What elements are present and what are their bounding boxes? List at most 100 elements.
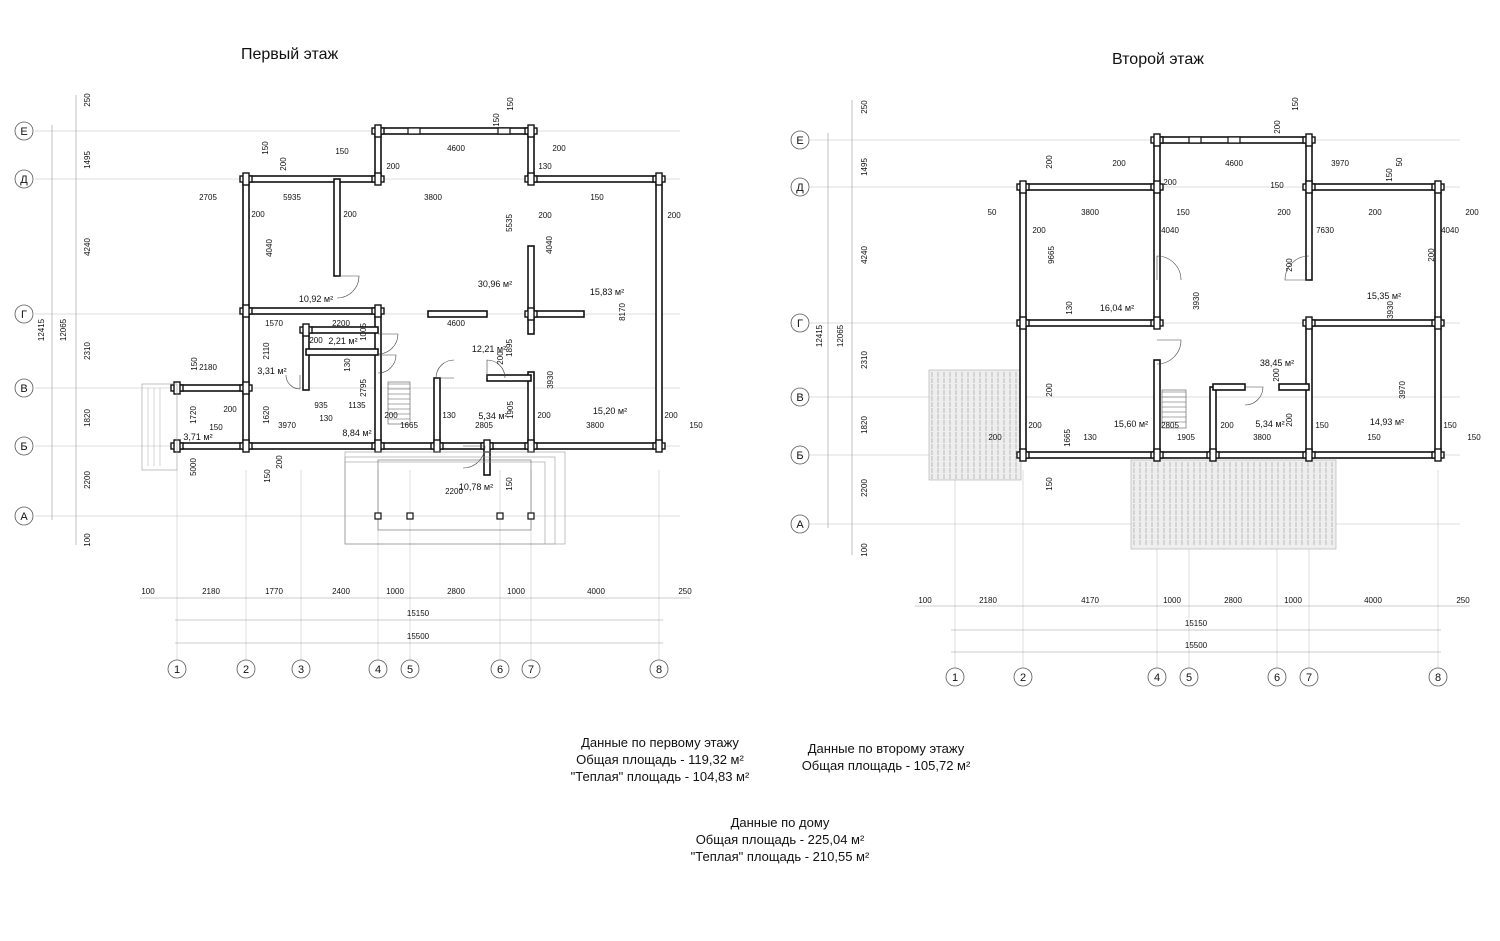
house-warm-area: "Теплая" площадь - 210,55 м²: [690, 849, 870, 864]
column-axis-label: 4: [375, 664, 381, 676]
row-axis-label: В: [796, 392, 803, 404]
dimension-label: 1000: [507, 587, 525, 596]
log-corner: [242, 304, 250, 318]
wall: [530, 175, 660, 183]
second-floor-summary-title: Данные по второму этажу: [807, 741, 965, 756]
dimension-label: 1000: [386, 587, 404, 596]
dimension-label: 130: [343, 358, 352, 372]
overall-dimension: 12415: [815, 324, 824, 347]
stairs: [387, 381, 411, 425]
room-area-label: 8,84 м²: [342, 428, 371, 438]
total-dimension: 15150: [1185, 619, 1208, 628]
dimension-label: 150: [1045, 477, 1054, 491]
dimension-label: 4000: [1364, 596, 1382, 605]
log-corner: [1019, 180, 1027, 194]
dimension-label: 4040: [545, 236, 554, 254]
column-axis-label: 7: [1306, 672, 1312, 684]
roof-hatch: [1130, 459, 1337, 550]
window: [407, 127, 421, 135]
log-corner: [1019, 316, 1027, 330]
column-axis-label: 7: [528, 664, 534, 676]
wall: [176, 384, 247, 392]
wall: [486, 374, 532, 382]
dimension-label: 200: [1028, 421, 1042, 430]
dimension-label: 7630: [1316, 226, 1334, 235]
column-axis-bubble: [945, 667, 965, 687]
wall: [1153, 139, 1161, 324]
dimension-label: 200: [1285, 258, 1294, 272]
column-axis-label: 6: [497, 664, 503, 676]
second-floor-total-area: Общая площадь - 105,72 м²: [801, 758, 971, 773]
column-axis-label: 2: [1020, 672, 1026, 684]
dimension-label: 5000: [189, 458, 198, 476]
dimension-label: 2800: [447, 587, 465, 596]
dimension-label: 2180: [202, 587, 220, 596]
dimension-label: 200: [1045, 155, 1054, 169]
dimension-label: 200: [275, 455, 284, 469]
first-floor-warm-area: "Теплая" площадь - 104,83 м²: [570, 769, 750, 784]
log-corner: [527, 307, 535, 321]
log-corner: [1153, 133, 1161, 147]
dimension-label: 200: [343, 210, 357, 219]
log-corner: [1305, 316, 1313, 330]
dimension-label: 50: [988, 208, 997, 217]
dimension-label: 2400: [332, 587, 350, 596]
dimension-label: 9665: [1047, 246, 1056, 264]
door-swing: [377, 333, 399, 355]
dimension-label: 4600: [1225, 159, 1243, 168]
column-axis-bubble: [1179, 667, 1199, 687]
dimension-label: 1570: [265, 319, 283, 328]
dimension-label: 150: [1467, 433, 1481, 442]
column-axis-bubble: [1428, 667, 1448, 687]
dimension-label: 4240: [860, 246, 869, 264]
row-axis-label: А: [796, 519, 804, 531]
dimension-label: 150: [492, 113, 501, 127]
row-axis-bubble: [790, 177, 810, 197]
total-dimension: 15500: [407, 632, 430, 641]
wall: [245, 175, 379, 183]
dimension-label: 150: [335, 147, 349, 156]
row-axis-bubble: [14, 304, 34, 324]
row-axis-label: Е: [796, 135, 803, 147]
dimension-label: 200: [552, 144, 566, 153]
dimension-label: 3970: [1398, 381, 1407, 399]
dimension-label: 1495: [83, 151, 92, 169]
dimension-label: 1665: [1063, 429, 1072, 447]
dimension-label: 4240: [83, 238, 92, 256]
dimension-label: 1000: [1163, 596, 1181, 605]
wall: [1153, 359, 1161, 456]
dimension-label: 2310: [83, 342, 92, 360]
room-area-label: 3,31 м²: [257, 366, 286, 376]
log-corner: [527, 439, 535, 453]
dimension-label: 130: [319, 414, 333, 423]
dimension-label: 1905: [1177, 433, 1195, 442]
row-axis-bubble: [790, 313, 810, 333]
door-swing: [435, 359, 455, 379]
dimension-label: 2110: [262, 342, 271, 360]
row-axis-bubble: [14, 169, 34, 189]
room-area-label: 14,93 м²: [1370, 417, 1404, 427]
column-axis-label: 5: [1186, 672, 1192, 684]
column-axis-bubble: [291, 659, 311, 679]
dimension-label: 2200: [83, 471, 92, 489]
dimension-label: 130: [442, 411, 456, 420]
post: [374, 512, 382, 520]
dimension-label: 150: [505, 477, 514, 491]
dimension-label: 250: [83, 93, 92, 107]
dimension-label: 2805: [1161, 421, 1179, 430]
wall: [433, 377, 441, 447]
dimension-label: 150: [1367, 433, 1381, 442]
wall: [527, 130, 535, 180]
terrace: [377, 459, 532, 531]
row-axis-bubble: [14, 378, 34, 398]
column-axis-label: 5: [407, 664, 413, 676]
column-axis-bubble: [521, 659, 541, 679]
dimension-label: 250: [860, 100, 869, 114]
column-axis-label: 1: [174, 664, 180, 676]
wall: [1209, 386, 1217, 456]
dimension-label: 3800: [424, 193, 442, 202]
dimension-label: 1905: [506, 401, 515, 419]
dimension-label: 150: [590, 193, 604, 202]
wall: [1022, 451, 1439, 459]
wall: [176, 442, 247, 450]
